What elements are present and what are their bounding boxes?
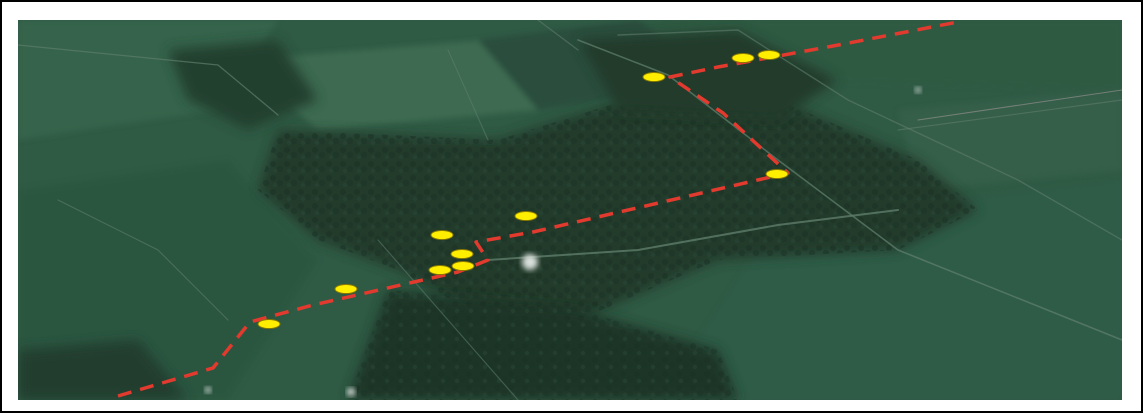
satellite-map[interactable] [18,20,1122,400]
route-marker[interactable] [450,249,474,259]
route-marker[interactable] [642,72,666,82]
route-markers [257,50,789,329]
route-marker[interactable] [514,211,538,221]
route-marker[interactable] [731,53,755,63]
route-marker[interactable] [765,169,789,179]
route-marker[interactable] [257,319,281,329]
route-line[interactable] [117,20,959,398]
clearing-spot [915,87,921,93]
route-marker[interactable] [334,284,358,294]
clearings [205,87,921,396]
clearing-spot [522,254,538,270]
clearing-spot [347,388,355,396]
clearing-spot [205,387,211,393]
route-marker[interactable] [428,265,452,275]
tracks [18,20,1122,400]
route-marker[interactable] [430,230,454,240]
route-marker[interactable] [757,50,781,60]
route-marker[interactable] [451,261,475,271]
